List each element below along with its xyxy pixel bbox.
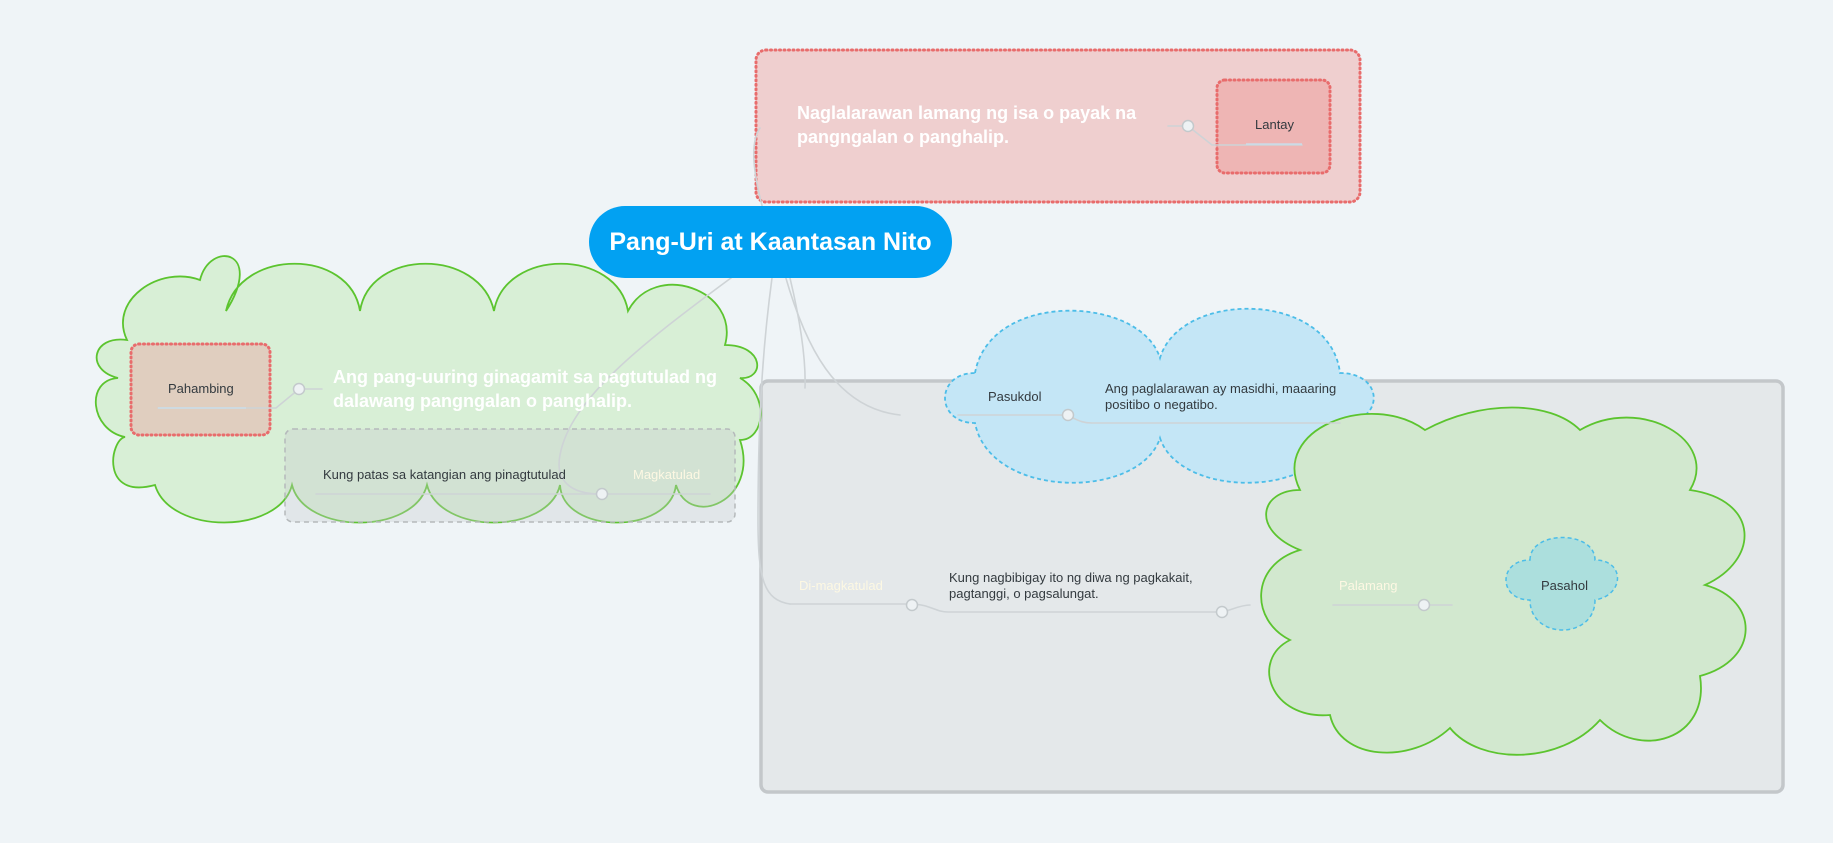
palamang-label[interactable]: Palamang xyxy=(1339,578,1398,593)
lantay-node-box xyxy=(1215,78,1332,175)
dimagkatulad-description[interactable]: Kung nagbibigay ito ng diwa ng pagkakait… xyxy=(949,570,1193,601)
connector-central-aux xyxy=(789,277,806,389)
pasukdol-description[interactable]: Ang paglalarawan ay masidhi, maaaring po… xyxy=(1105,381,1337,412)
connector-central-dimagkatulad xyxy=(757,277,791,605)
collapse-dot-magkatulad[interactable] xyxy=(595,487,609,501)
dimagkatulad-label[interactable]: Di-magkatulad xyxy=(799,578,883,593)
lantay-label[interactable]: Lantay xyxy=(1255,117,1295,132)
collapse-dot-dimagkatulad[interactable] xyxy=(905,598,919,612)
magkatulad-description[interactable]: Kung patas sa katangian ang pinagtutulad xyxy=(323,467,566,482)
central-topic-title: Pang-Uri at Kaantasan Nito xyxy=(609,227,932,256)
pahambing-cloud xyxy=(94,255,762,524)
connector-central-pahambing xyxy=(558,274,736,495)
collapse-dot-pasukdol[interactable] xyxy=(1061,408,1075,422)
collapse-dot-palamang[interactable] xyxy=(1417,598,1431,612)
pahambing-label[interactable]: Pahambing xyxy=(168,381,234,396)
pasahol-label[interactable]: Pasahol xyxy=(1541,578,1588,593)
pahambing-description[interactable]: Ang pang-uuring ginagamit sa pagtutulad … xyxy=(333,367,717,411)
collapse-dot-lantay[interactable] xyxy=(1181,119,1195,133)
lantay-boundary xyxy=(754,48,1362,204)
pasahol-cloud xyxy=(1505,536,1619,631)
collapse-dot-dimagkatulad-child[interactable] xyxy=(1215,605,1229,619)
pahambing-node-box xyxy=(129,342,272,437)
connector-pasukdol xyxy=(957,414,1341,424)
lantay-description[interactable]: Naglalarawan lamang ng isa o payak na pa… xyxy=(797,103,1137,147)
pasukdol-label[interactable]: Pasukdol xyxy=(988,389,1042,404)
magkatulad-boundary xyxy=(284,428,736,523)
palamang-cloud xyxy=(1260,406,1747,756)
magkatulad-label[interactable]: Magkatulad xyxy=(633,467,701,482)
connector-central-pasukdol xyxy=(784,274,901,416)
connector-lantay xyxy=(1167,125,1303,146)
collapse-dot-pahambing[interactable] xyxy=(292,382,306,396)
central-topic[interactable]: Pang-Uri at Kaantasan Nito xyxy=(589,206,952,278)
